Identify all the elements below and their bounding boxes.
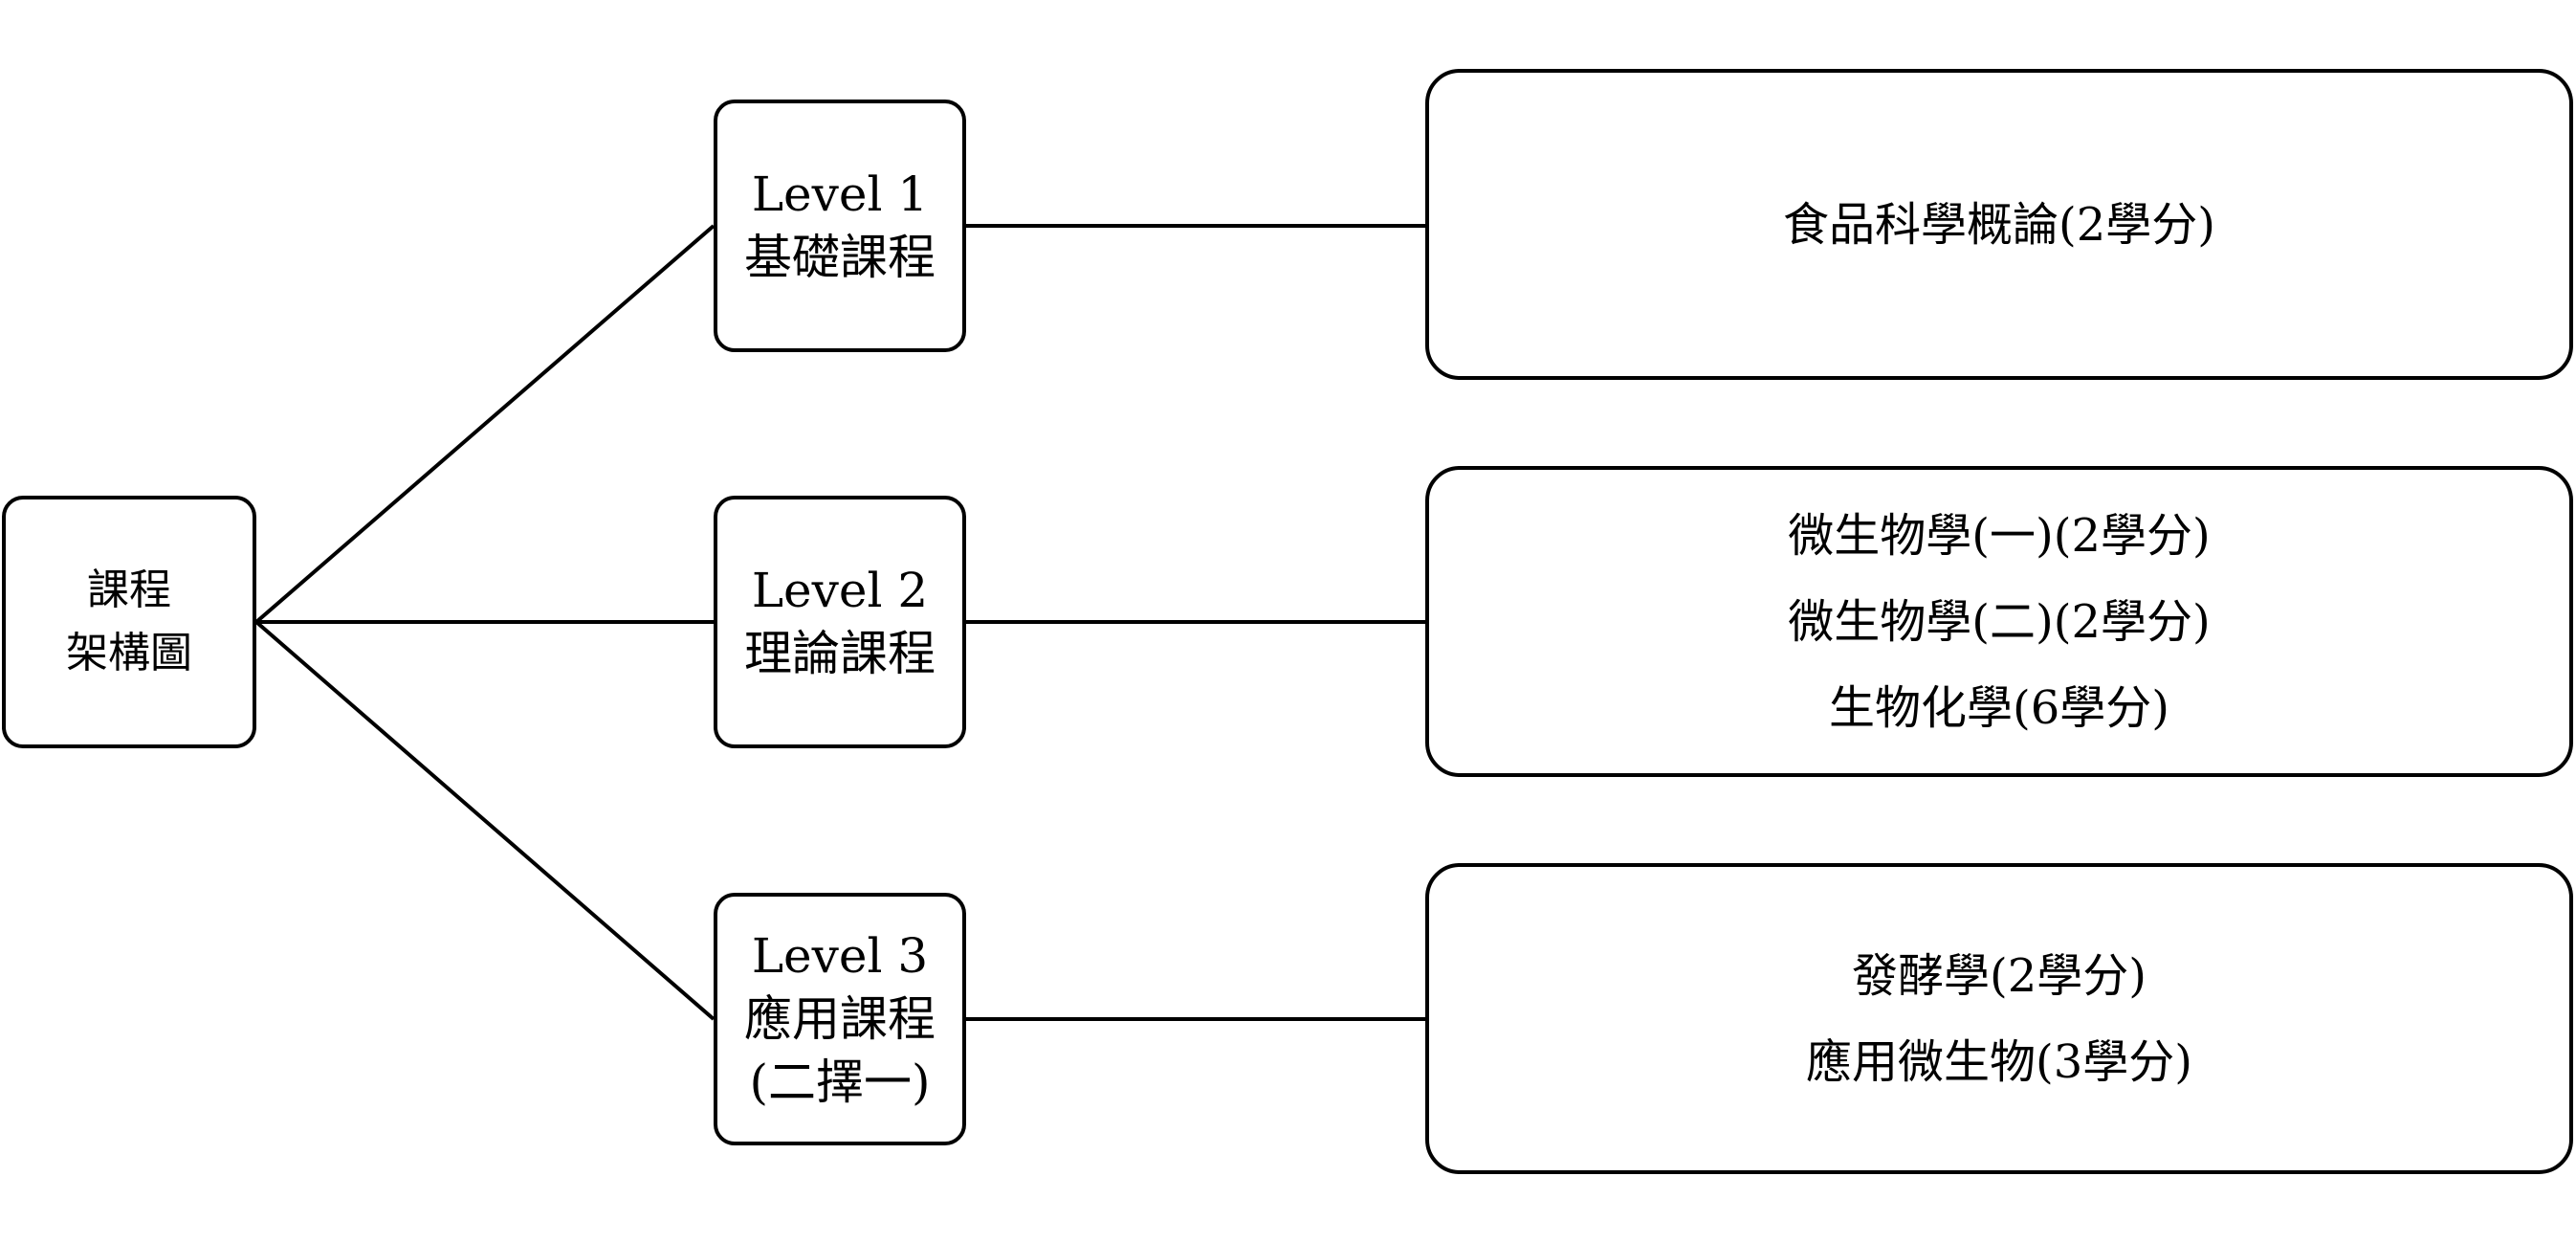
connector-root-level-1	[254, 224, 716, 624]
course-item: 食品科學概論(2學分)	[1783, 197, 2215, 252]
level-1-node: Level 1 基礎課程	[714, 100, 966, 352]
level-3-node: Level 3 應用課程 (二擇一)	[714, 893, 966, 1145]
level-1-course-list: 食品科學概論(2學分)	[1425, 69, 2573, 380]
level-3-course-list: 發酵學(2學分) 應用微生物(3學分)	[1425, 863, 2573, 1174]
root-node-course-structure: 課程 架構圖	[2, 496, 256, 748]
course-item: 微生物學(一)(2學分)	[1788, 508, 2211, 563]
level-2-title: Level 2	[751, 563, 929, 618]
level-2-node: Level 2 理論課程	[714, 496, 966, 748]
connector-root-level-3	[254, 620, 716, 1021]
course-item: 微生物學(二)(2學分)	[1788, 594, 2211, 649]
level-1-subtitle: 基礎課程	[744, 230, 936, 285]
root-label-line-1: 課程	[87, 566, 171, 614]
level-2-subtitle: 理論課程	[744, 626, 936, 681]
root-label-line-2: 架構圖	[66, 629, 192, 677]
level-3-note: (二擇一)	[749, 1054, 931, 1110]
level-2-course-list: 微生物學(一)(2學分) 微生物學(二)(2學分) 生物化學(6學分)	[1425, 466, 2573, 777]
level-3-subtitle: 應用課程	[744, 991, 936, 1047]
level-1-title: Level 1	[751, 166, 929, 222]
course-item: 發酵學(2學分)	[1852, 948, 2147, 1003]
course-item: 生物化學(6學分)	[1829, 680, 2169, 735]
course-item: 應用微生物(3學分)	[1806, 1034, 2192, 1089]
level-3-title: Level 3	[751, 928, 929, 984]
